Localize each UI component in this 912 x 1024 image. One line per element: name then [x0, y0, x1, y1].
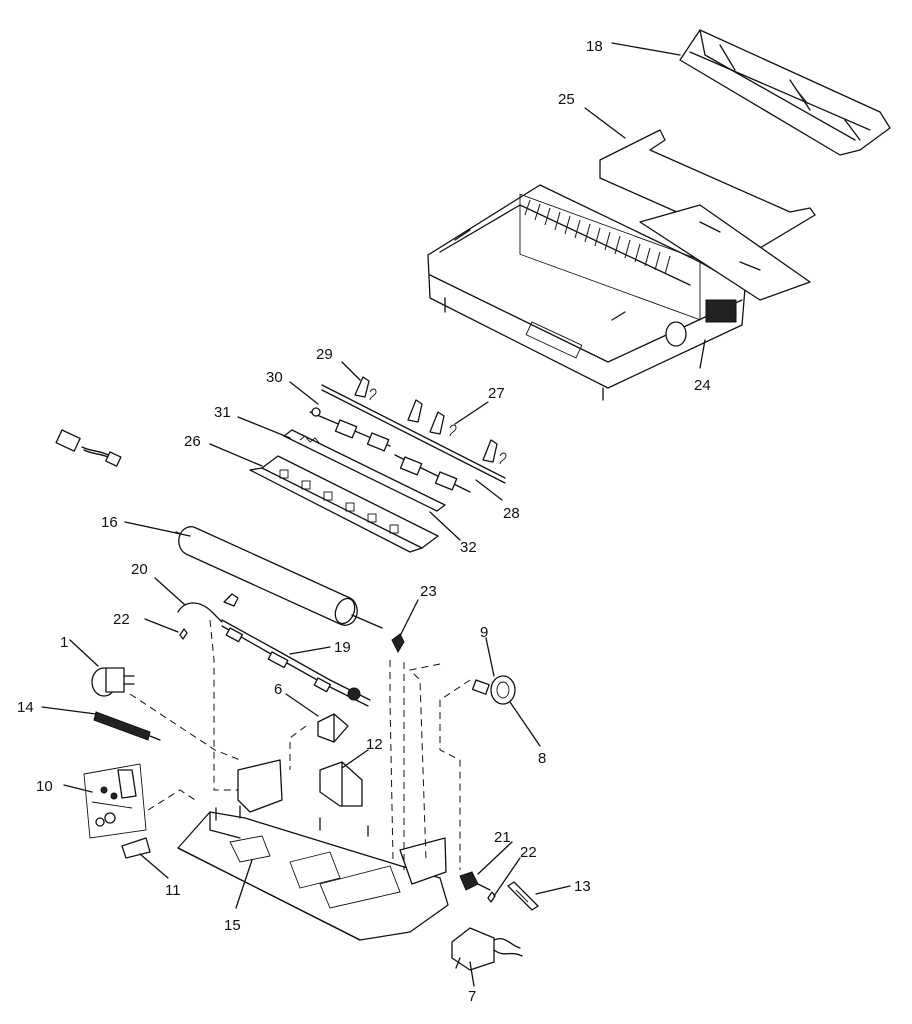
part-10-gear-set	[83, 763, 147, 839]
part-15-chassis	[177, 759, 449, 941]
callout-27: 27	[488, 385, 505, 402]
callout-11: 11	[165, 882, 181, 899]
part-31-rail	[283, 429, 446, 512]
assembly-lines	[129, 619, 471, 870]
callout-19: 19	[334, 639, 351, 656]
callout-21: 21	[494, 829, 511, 846]
callout-12: 12	[366, 736, 383, 753]
callout-6: 6	[274, 681, 282, 698]
part-13-bar	[507, 881, 539, 911]
part-22-clip-left	[179, 628, 188, 640]
callout-13: 13	[574, 878, 591, 895]
part-22-clip-right	[487, 891, 496, 903]
callout-26: 26	[184, 433, 201, 450]
callout-29: 29	[316, 346, 333, 363]
part-8-9-knob	[471, 675, 516, 705]
callout-1: 1	[60, 634, 68, 651]
part-7-power-supply	[451, 927, 523, 971]
callout-10: 10	[36, 778, 53, 795]
callouts: 18 25 24 29 30 27 31 26 28 32 16 20 23 2…	[17, 38, 711, 1005]
callout-22-right: 22	[520, 844, 537, 861]
part-26-perforated-plate	[249, 455, 439, 553]
callout-15: 15	[224, 917, 241, 934]
power-cord	[55, 429, 122, 467]
part-12-bracket	[319, 761, 363, 807]
part-23-gear	[391, 633, 405, 654]
callout-20: 20	[131, 561, 148, 578]
callout-8: 8	[538, 750, 546, 767]
callout-9: 9	[480, 624, 488, 641]
part-16-platen	[175, 526, 383, 629]
callout-24: 24	[694, 377, 711, 394]
leader-lines	[41, 42, 706, 987]
callout-32: 32	[460, 539, 477, 556]
part-18-paper-guide	[679, 29, 891, 156]
callout-25: 25	[558, 91, 575, 108]
callout-7: 7	[468, 988, 476, 1005]
callout-14: 14	[17, 699, 34, 716]
part-6-stepper	[317, 713, 349, 743]
callout-31: 31	[214, 404, 231, 421]
part-27-29-bail-assembly	[321, 376, 507, 484]
callout-22-left: 22	[113, 611, 130, 628]
callout-28: 28	[503, 505, 520, 522]
callout-18: 18	[586, 38, 603, 55]
part-21-switch	[459, 871, 491, 891]
callout-30: 30	[266, 369, 283, 386]
callout-23: 23	[420, 583, 437, 600]
part-14-flat-cable	[93, 711, 161, 741]
part-1-motor	[91, 667, 135, 697]
part-19-20-cable-assembly	[177, 593, 371, 707]
part-24-top-housing	[427, 184, 811, 401]
part-11-bracket	[121, 837, 151, 859]
callout-16: 16	[101, 514, 118, 531]
part-30-32-roller-shafts	[309, 407, 471, 493]
